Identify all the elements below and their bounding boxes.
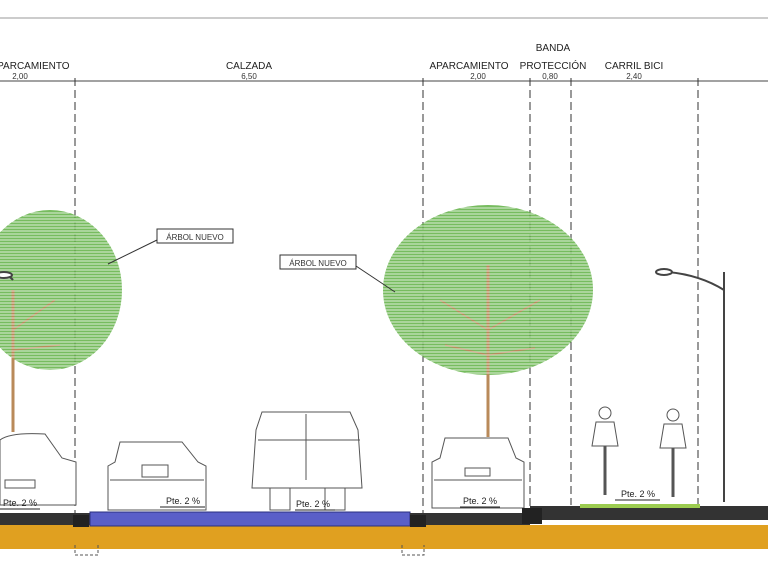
slope-label: Pte. 2 % <box>166 496 200 506</box>
section-label: CARRIL BICI <box>605 61 664 72</box>
foundation-marks <box>74 545 425 556</box>
curb <box>73 515 89 527</box>
section-label: APARCAMIENTO <box>0 61 70 72</box>
section-label: APARCAMIENTO <box>429 61 508 72</box>
cyclist-2 <box>659 408 687 497</box>
section-width: 2,40 <box>626 72 642 81</box>
section-width: 6,50 <box>241 72 257 81</box>
tree-label: ÁRBOL NUEVO <box>289 259 347 268</box>
car-lane-1 <box>107 441 207 511</box>
curb <box>522 508 542 524</box>
section-width: 2,00 <box>470 72 486 81</box>
slope-label: Pte. 2 % <box>3 498 37 508</box>
leader-line <box>355 265 396 293</box>
bike-lane-surface <box>580 504 700 508</box>
pavement-parking <box>410 513 530 525</box>
car-parked-left <box>0 433 77 506</box>
pavement-bike <box>530 506 768 520</box>
tree-right <box>383 205 593 437</box>
slope-arrows <box>0 499 660 511</box>
curb <box>410 515 426 527</box>
leader-line <box>107 239 158 265</box>
tree-label-box <box>156 228 234 244</box>
tree-hatching <box>0 207 593 374</box>
subbase-layer <box>0 525 768 549</box>
slope-label: Pte. 2 % <box>463 496 497 506</box>
cyclists <box>591 406 687 497</box>
section-label: PROTECCIÓN <box>520 59 587 72</box>
street-light-left <box>0 271 14 281</box>
vehicles <box>0 411 525 511</box>
street-light-right <box>655 268 725 502</box>
section-width: 2,00 <box>12 72 28 81</box>
tree-label: ÁRBOL NUEVO <box>166 233 224 242</box>
cyclist-1 <box>591 406 619 495</box>
section-width: 0,80 <box>542 72 558 81</box>
pavement-left <box>0 513 90 525</box>
tree-label-box <box>279 254 357 270</box>
slope-label: Pte. 2 % <box>296 499 330 509</box>
slope-label: Pte. 2 % <box>621 489 655 499</box>
section-label-line1: BANDA <box>536 43 571 54</box>
van-lane-2 <box>251 411 363 511</box>
section-label: CALZADA <box>226 61 272 72</box>
asphalt-layer <box>89 511 411 527</box>
